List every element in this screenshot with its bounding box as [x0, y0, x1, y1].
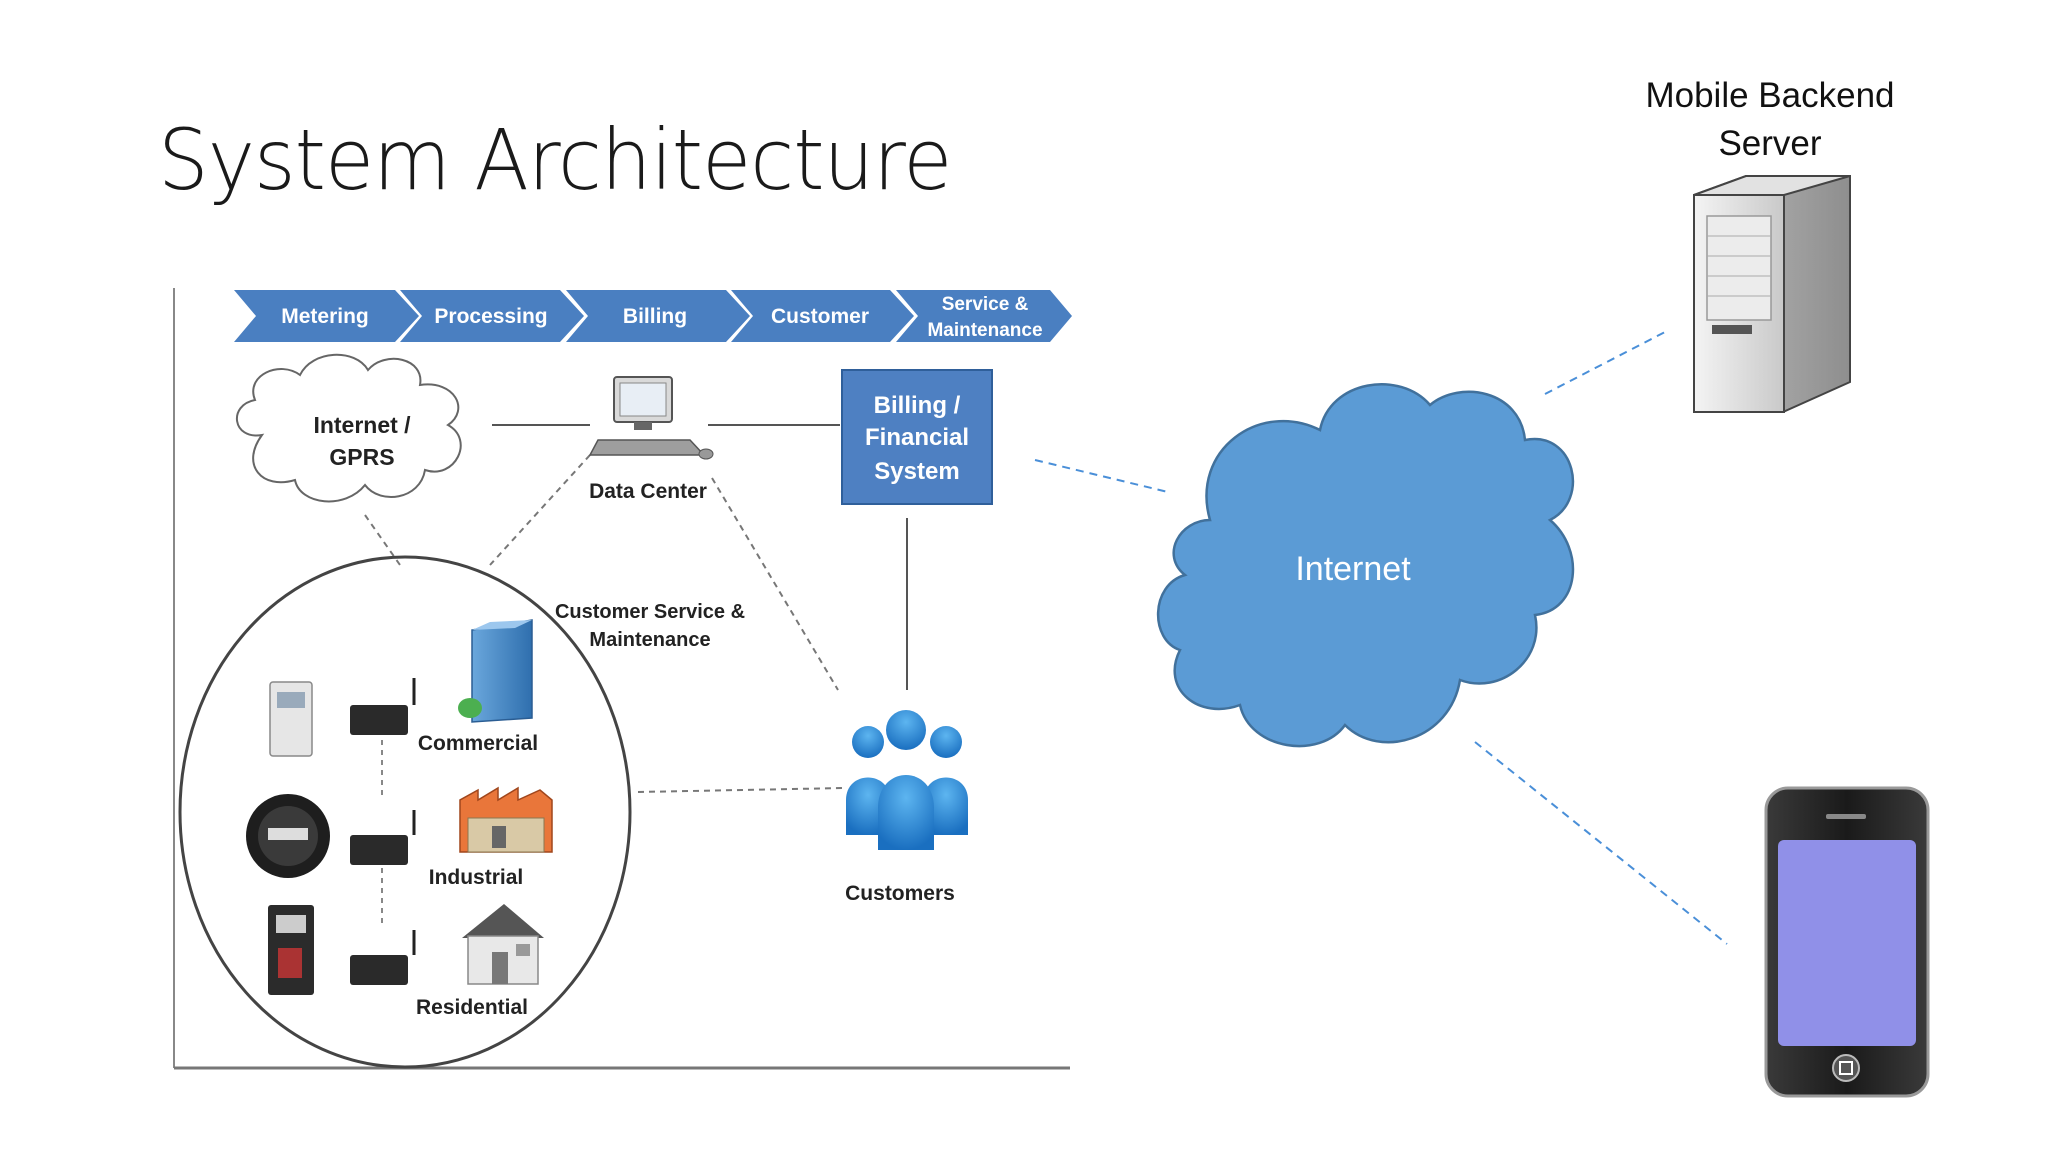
mobile-backend-label: Mobile Backend Server	[1620, 72, 1920, 168]
customers-icon: Customers	[845, 710, 968, 905]
link-internet-server	[1544, 331, 1666, 395]
chevron-label-metering: Metering	[281, 305, 369, 328]
chevron-metering	[234, 290, 419, 342]
industrial-label: Industrial	[429, 866, 524, 889]
link-meters-customers	[637, 787, 846, 793]
link-diagram-internet	[1034, 459, 1169, 493]
process-chevrons: Metering Processing Billing Customer Ser…	[234, 290, 1072, 342]
server-icon	[1693, 175, 1851, 413]
billing-label-line2: Financial	[865, 424, 969, 451]
gprs-cloud: Internet / GPRS	[236, 353, 462, 503]
residential-label: Residential	[416, 996, 528, 1019]
billing-label-line3: System	[874, 458, 959, 485]
mobile-backend-label-line1: Mobile Backend	[1645, 76, 1895, 115]
internet-cloud-shape	[1156, 383, 1575, 748]
page-title: System Architecture	[158, 111, 952, 209]
inner-connectors	[364, 424, 908, 925]
link-datacenter-meters	[489, 454, 591, 566]
meters-group-ellipse	[178, 555, 632, 1069]
csm-label-line2: Maintenance	[589, 629, 710, 651]
csm-label-line1: Customer Service &	[555, 601, 745, 623]
billing-label-line1: Billing /	[874, 392, 961, 419]
chevron-processing	[400, 290, 584, 342]
billing-system-box: Billing / Financial System	[841, 369, 993, 505]
data-center-label: Data Center	[589, 480, 707, 503]
chevron-label-processing: Processing	[434, 305, 547, 328]
chevron-label-customer: Customer	[771, 305, 869, 328]
internet-cloud: Internet	[1156, 383, 1575, 748]
data-center-icon: Data Center	[588, 376, 714, 503]
link-internet-phone	[1474, 741, 1728, 945]
outer-links	[1034, 331, 1728, 945]
customers-label: Customers	[845, 882, 955, 905]
gprs-label-line2: GPRS	[329, 444, 394, 470]
internet-label: Internet	[1295, 550, 1411, 588]
industrial-row: Industrial	[246, 786, 553, 889]
chevron-label-billing: Billing	[623, 305, 687, 328]
modem-icon	[350, 705, 408, 735]
link-datacenter-customers	[711, 477, 839, 691]
modem-icon	[350, 835, 408, 865]
gprs-cloud-shape	[236, 353, 462, 503]
gprs-label-line1: Internet /	[313, 412, 411, 438]
residential-row: Residential	[268, 904, 544, 1019]
chevron-customer	[731, 290, 914, 342]
chevron-billing	[566, 290, 750, 342]
phone-home-button	[1832, 1054, 1860, 1082]
chevron-service	[896, 290, 1072, 342]
commercial-row: Commercial	[269, 619, 538, 757]
inner-diagram: Metering Processing Billing Customer Ser…	[173, 288, 1072, 1070]
chevron-label-maintenance: Maintenance	[927, 320, 1042, 341]
chevron-label-service: Service &	[942, 294, 1029, 315]
mobile-backend-label-line2: Server	[1718, 124, 1822, 163]
modem-icon	[350, 955, 408, 985]
commercial-label: Commercial	[418, 732, 538, 755]
phone-screen	[1778, 840, 1916, 1046]
house-icon	[462, 904, 544, 938]
smartphone-icon	[1764, 786, 1930, 1098]
